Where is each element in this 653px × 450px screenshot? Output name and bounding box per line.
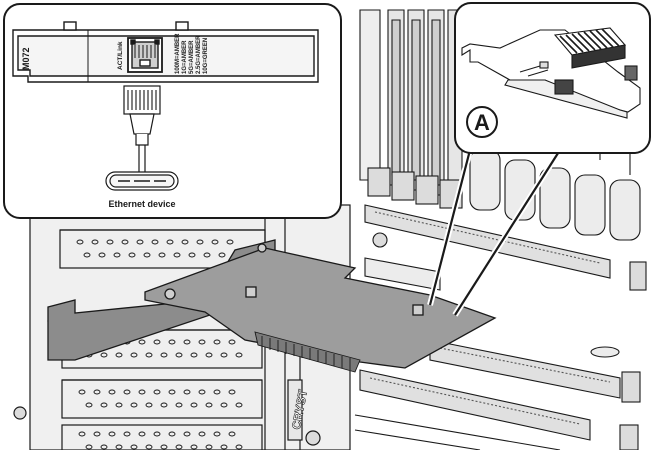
ethernet-cable-icon xyxy=(138,145,146,175)
inset-bracket xyxy=(12,21,319,83)
screw-bottom-left xyxy=(13,406,27,420)
pcie-slot-lower xyxy=(354,369,639,450)
screw-bottom xyxy=(305,430,321,446)
speed-legend-line-1: 10G=GREEN xyxy=(203,38,209,74)
vent-holes xyxy=(76,239,243,450)
heatsink xyxy=(254,331,361,373)
speed-legend-line-3: 5G=AMBER xyxy=(189,40,195,74)
capacitors xyxy=(469,149,641,241)
callout-letter: A xyxy=(474,110,490,135)
ethernet-device-label: Ethernet device xyxy=(108,199,175,209)
callout-label-a: A xyxy=(466,106,498,138)
callout-heatsink xyxy=(553,27,627,69)
speed-legend-line-2: 2.5G=AMBER xyxy=(196,35,202,74)
card-pcb xyxy=(144,247,497,369)
bracket-model-label: M072 xyxy=(21,47,31,70)
speed-legend-line-5: 100M=AMBER xyxy=(175,33,181,74)
ethernet-plug-icon xyxy=(123,85,161,146)
port-speed-legend: 10G=GREEN 2.5G=AMBER 5G=AMBER 1G=AMBER 1… xyxy=(175,33,209,74)
callout-lines xyxy=(427,148,563,317)
pcie-slot-upper xyxy=(364,204,647,291)
slot-cover-1 xyxy=(59,229,266,450)
ethernet-device-icon xyxy=(105,171,179,191)
card-bracket xyxy=(47,239,276,361)
rj45-port xyxy=(127,37,163,73)
inset-box: M072 ACT/Link 10G=GREEN 2.5G=AMBER 5G=AM… xyxy=(3,3,342,219)
callout-a-box: A xyxy=(454,2,651,154)
port-text-act-link: ACT/Link xyxy=(117,41,124,70)
pcie-slot-middle xyxy=(429,339,641,403)
callout-card-illustration xyxy=(461,27,641,119)
card-standoffs xyxy=(164,243,424,316)
speed-legend-line-4: 1G=AMBER xyxy=(182,40,188,74)
network-card xyxy=(47,239,497,373)
memory-slots xyxy=(359,9,463,209)
